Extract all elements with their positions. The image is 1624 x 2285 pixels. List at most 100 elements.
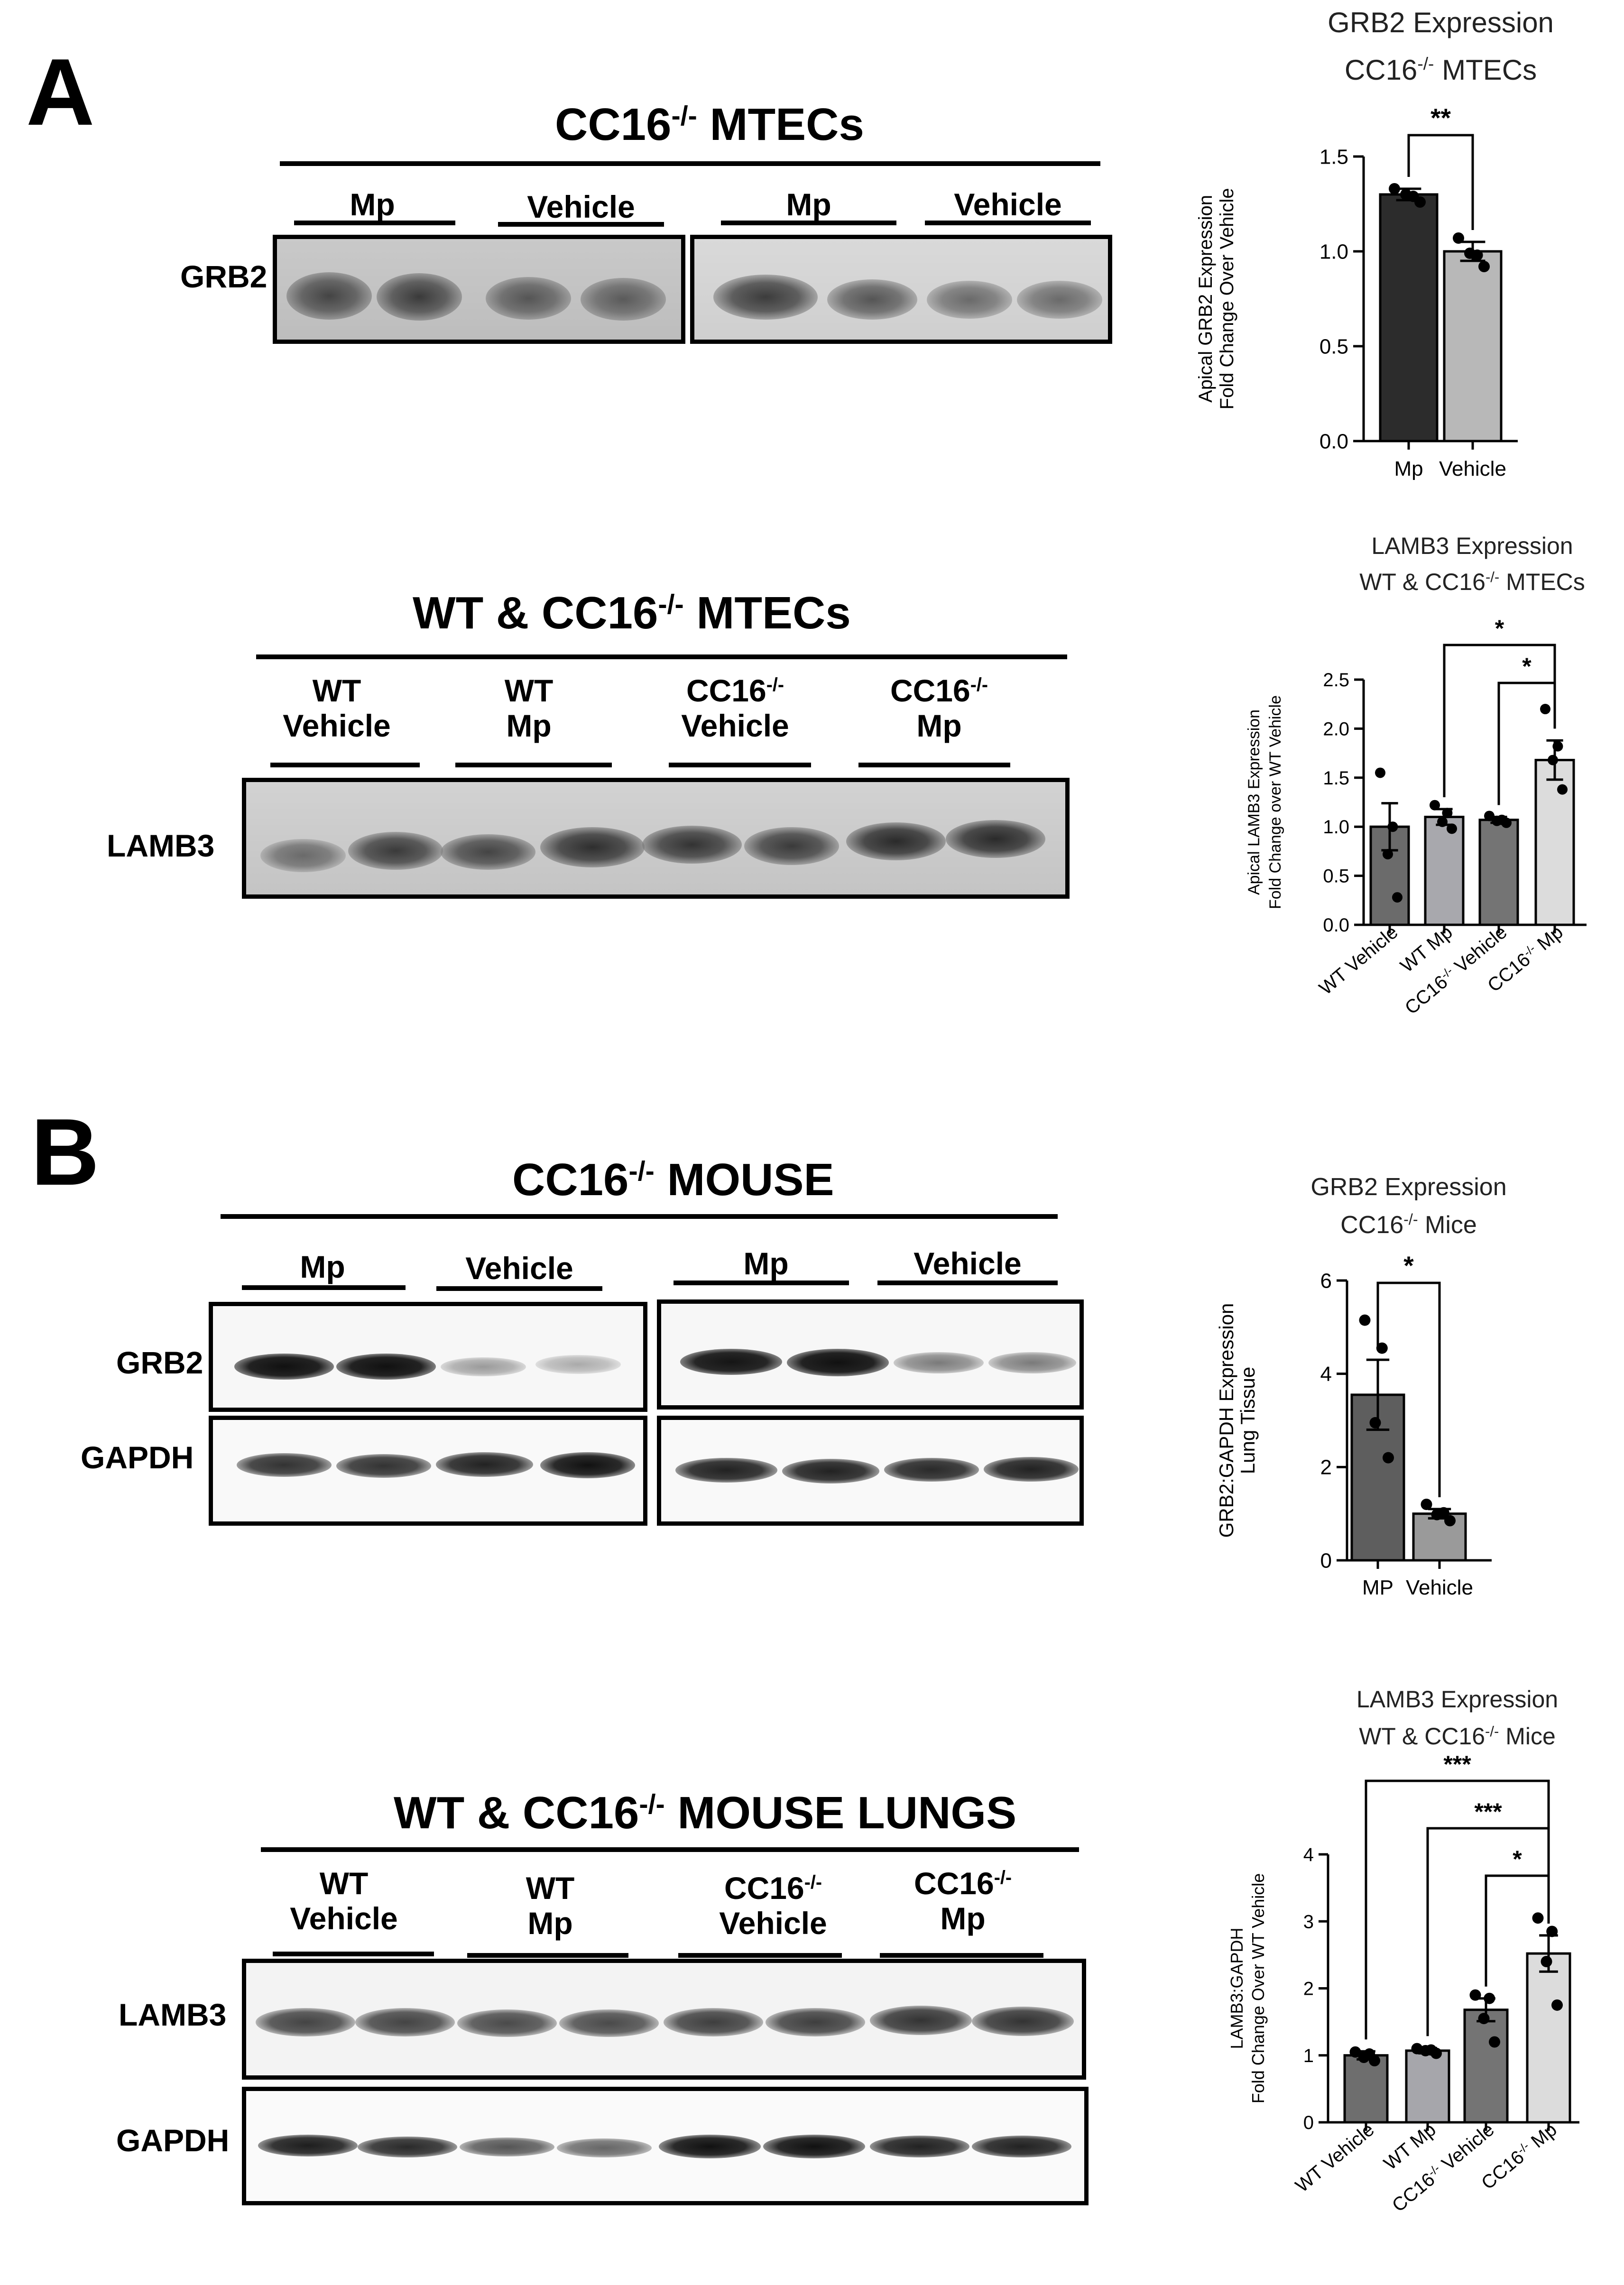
significance-label: * <box>1403 1251 1414 1280</box>
blot-row-label: GRB2 <box>116 1345 203 1380</box>
y-tick-label: 0.5 <box>1323 866 1349 887</box>
data-point <box>1383 1452 1394 1464</box>
blot-image <box>273 235 685 344</box>
y-tick-label: 2.5 <box>1323 670 1349 691</box>
significance-label: ** <box>1430 103 1451 132</box>
blot-image <box>242 778 1070 899</box>
data-point <box>1484 1992 1495 2004</box>
significance-bracket <box>1497 682 1556 805</box>
lane-group-rule <box>669 763 811 767</box>
y-axis-label: Apical GRB2 Expression <box>1195 195 1216 403</box>
blot-title-rule <box>261 1847 1079 1852</box>
data-point <box>1492 815 1502 826</box>
blot-row-label: GAPDH <box>81 1440 194 1475</box>
data-point <box>1431 1509 1443 1520</box>
data-point <box>1548 755 1558 765</box>
lane-group-rule <box>294 221 455 225</box>
blot-image <box>690 235 1112 344</box>
lane-group-rule <box>242 1285 406 1290</box>
y-axis-label: Lung Tissue <box>1236 1367 1259 1474</box>
data-point <box>1532 1912 1544 1924</box>
y-tick-label: 3 <box>1303 1911 1314 1932</box>
y-axis-label: Fold Change Over Vehicle <box>1217 188 1237 410</box>
y-axis-label: Fold Change Over WT Vehicle <box>1248 1873 1268 2104</box>
blot-image <box>209 1416 647 1526</box>
lane-group-rule <box>674 1281 849 1285</box>
lane-group-rule <box>455 763 612 767</box>
data-point <box>1369 1417 1381 1428</box>
lane-group-rule <box>273 1952 434 1956</box>
bar <box>1424 816 1465 926</box>
data-point <box>1389 183 1400 194</box>
blot-image <box>657 1299 1084 1410</box>
data-point <box>1387 821 1398 832</box>
lane-group-label: CC16-/-Vehicle <box>681 673 789 743</box>
lane-group-rule <box>925 221 1091 225</box>
y-tick-label: 2 <box>1303 1979 1314 1999</box>
data-point <box>1359 1314 1371 1326</box>
bar <box>1412 1512 1467 1562</box>
lane-group-label: Vehicle <box>954 187 1062 222</box>
y-tick-label: 2.0 <box>1323 719 1349 739</box>
lane-group-label: Vehicle <box>527 189 635 224</box>
y-tick-label: 4 <box>1303 1844 1314 1865</box>
significance-label: * <box>1522 653 1532 680</box>
data-point <box>1501 817 1512 828</box>
significance-label: *** <box>1474 1798 1502 1825</box>
data-point <box>1437 816 1448 827</box>
lane-group-rule <box>721 221 896 225</box>
blot-title: CC16-/- MTECs <box>555 99 864 150</box>
bar <box>1443 250 1503 442</box>
data-point <box>1551 1999 1563 2011</box>
data-point <box>1376 1342 1388 1354</box>
data-point <box>1489 2036 1500 2048</box>
blot-image <box>242 1959 1086 2080</box>
y-tick-label: 0.5 <box>1320 335 1348 358</box>
lane-group-label: Mp <box>350 187 395 222</box>
blot-row-label: GRB2 <box>180 259 268 294</box>
panel-label-a: A <box>26 39 95 145</box>
chart-subtitle: CC16-/-​ MTECs <box>1345 54 1537 86</box>
lane-group-label: Mp <box>300 1249 345 1284</box>
significance-bracket <box>1407 134 1474 230</box>
y-axis-label: GRB2:GAPDH Expression <box>1215 1303 1237 1538</box>
y-axis-label: Fold Change over WT Vehicle <box>1266 695 1284 909</box>
lane-group-label: Mp <box>743 1246 789 1281</box>
data-point <box>1557 784 1568 795</box>
data-point <box>1540 704 1550 715</box>
chart-title: GRB2 Expression <box>1328 7 1554 38</box>
lane-group-label: Mp <box>786 187 831 222</box>
data-point <box>1478 261 1490 272</box>
data-point <box>1478 2013 1490 2025</box>
data-point <box>1383 849 1393 860</box>
data-point <box>1414 196 1426 208</box>
bar <box>1379 193 1439 442</box>
lane-group-rule <box>880 1953 1043 1958</box>
y-tick-label: 0 <box>1320 1549 1332 1572</box>
data-point <box>1369 2055 1380 2067</box>
data-point <box>1358 2051 1370 2063</box>
lane-group-rule <box>678 1953 842 1958</box>
x-tick-label: Vehicle <box>1406 1576 1473 1599</box>
lane-group-label: CC16-/-Vehicle <box>719 1870 827 1941</box>
panel-label-b: B <box>31 1099 100 1205</box>
y-tick-label: 0.0 <box>1320 430 1348 453</box>
data-point <box>1444 1515 1456 1527</box>
data-point <box>1453 232 1464 244</box>
bar <box>1478 819 1519 926</box>
lane-group-label: CC16-/-Mp <box>890 673 988 743</box>
lane-group-rule <box>498 222 664 227</box>
blot-row-label: LAMB3 <box>119 1997 227 2032</box>
data-point <box>1552 741 1563 752</box>
x-tick-label: Vehicle <box>1439 457 1506 480</box>
x-tick-label: MP <box>1362 1576 1393 1599</box>
chart-title: GRB2 Expression <box>1310 1173 1506 1201</box>
x-tick-label: CC16-/-​ Vehicle <box>1388 2119 1498 2216</box>
significance-bracket <box>1485 1874 1550 1987</box>
lane-group-label: Vehicle <box>465 1251 573 1286</box>
y-tick-label: 1.0 <box>1323 817 1349 838</box>
